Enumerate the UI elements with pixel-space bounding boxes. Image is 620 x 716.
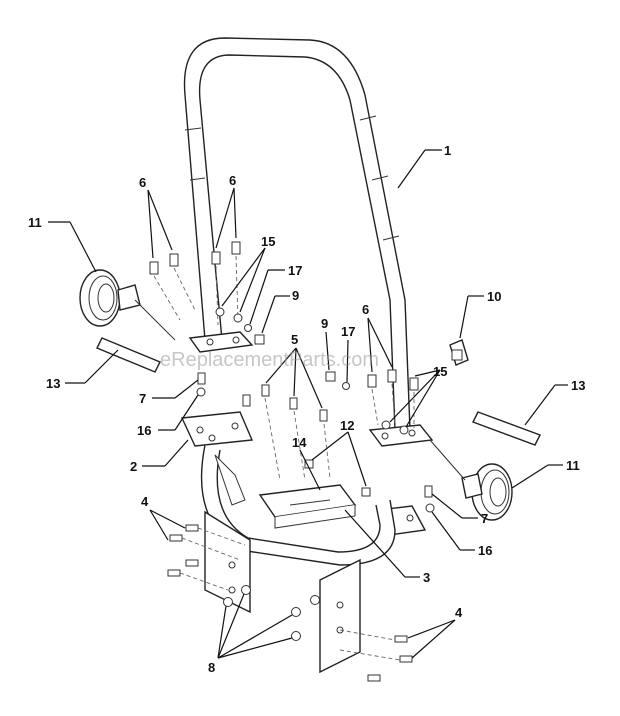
left-base-plate: [180, 411, 254, 447]
callout-labels: 1 6 6 11 15 17 9 10 9 17 6 5 15 13 13 7 …: [28, 143, 585, 675]
callout-7-left: 7: [139, 391, 146, 406]
watermark: eReplacementParts.com: [160, 349, 379, 371]
left-vertical-mount-plate: [204, 510, 251, 614]
right-vertical-mount-plate: [319, 558, 361, 674]
callout-3: 3: [423, 570, 430, 585]
callout-4-left: 4: [141, 494, 149, 509]
callout-11-right: 11: [566, 458, 580, 473]
switch: [449, 339, 469, 366]
center-bracket: [258, 484, 357, 529]
callout-15-right: 15: [433, 364, 447, 379]
hardware-bolts: [149, 241, 435, 682]
roll-bar-frame: [183, 37, 411, 431]
callout-9-left: 9: [292, 288, 299, 303]
callout-12: 12: [340, 418, 354, 433]
callout-11-left: 11: [28, 215, 42, 230]
callout-15-left: 15: [261, 234, 275, 249]
left-grip-tube: [96, 337, 161, 373]
callout-6-left-b: 6: [229, 173, 236, 188]
callout-6-left-a: 6: [139, 175, 146, 190]
left-frame-foot-plate: [188, 331, 254, 353]
callout-16-right: 16: [478, 543, 492, 558]
callout-17-right: 17: [341, 324, 355, 339]
callout-17-left: 17: [288, 263, 302, 278]
callout-14: 14: [292, 435, 307, 450]
callout-6-right: 6: [362, 302, 369, 317]
callout-1: 1: [444, 143, 451, 158]
right-beacon-light: [429, 439, 513, 521]
callout-2: 2: [130, 459, 137, 474]
callout-5: 5: [291, 332, 298, 347]
callout-13-left: 13: [46, 376, 60, 391]
callout-7-right: 7: [481, 511, 488, 526]
callout-10: 10: [487, 289, 501, 304]
callout-9-right: 9: [321, 316, 328, 331]
callout-4-right: 4: [455, 605, 463, 620]
callout-16-left: 16: [137, 423, 151, 438]
callout-8: 8: [208, 660, 215, 675]
leader-lines: [48, 149, 568, 659]
callout-13-right: 13: [571, 378, 585, 393]
right-grip-tube: [472, 411, 541, 446]
left-beacon-light: [79, 269, 176, 341]
